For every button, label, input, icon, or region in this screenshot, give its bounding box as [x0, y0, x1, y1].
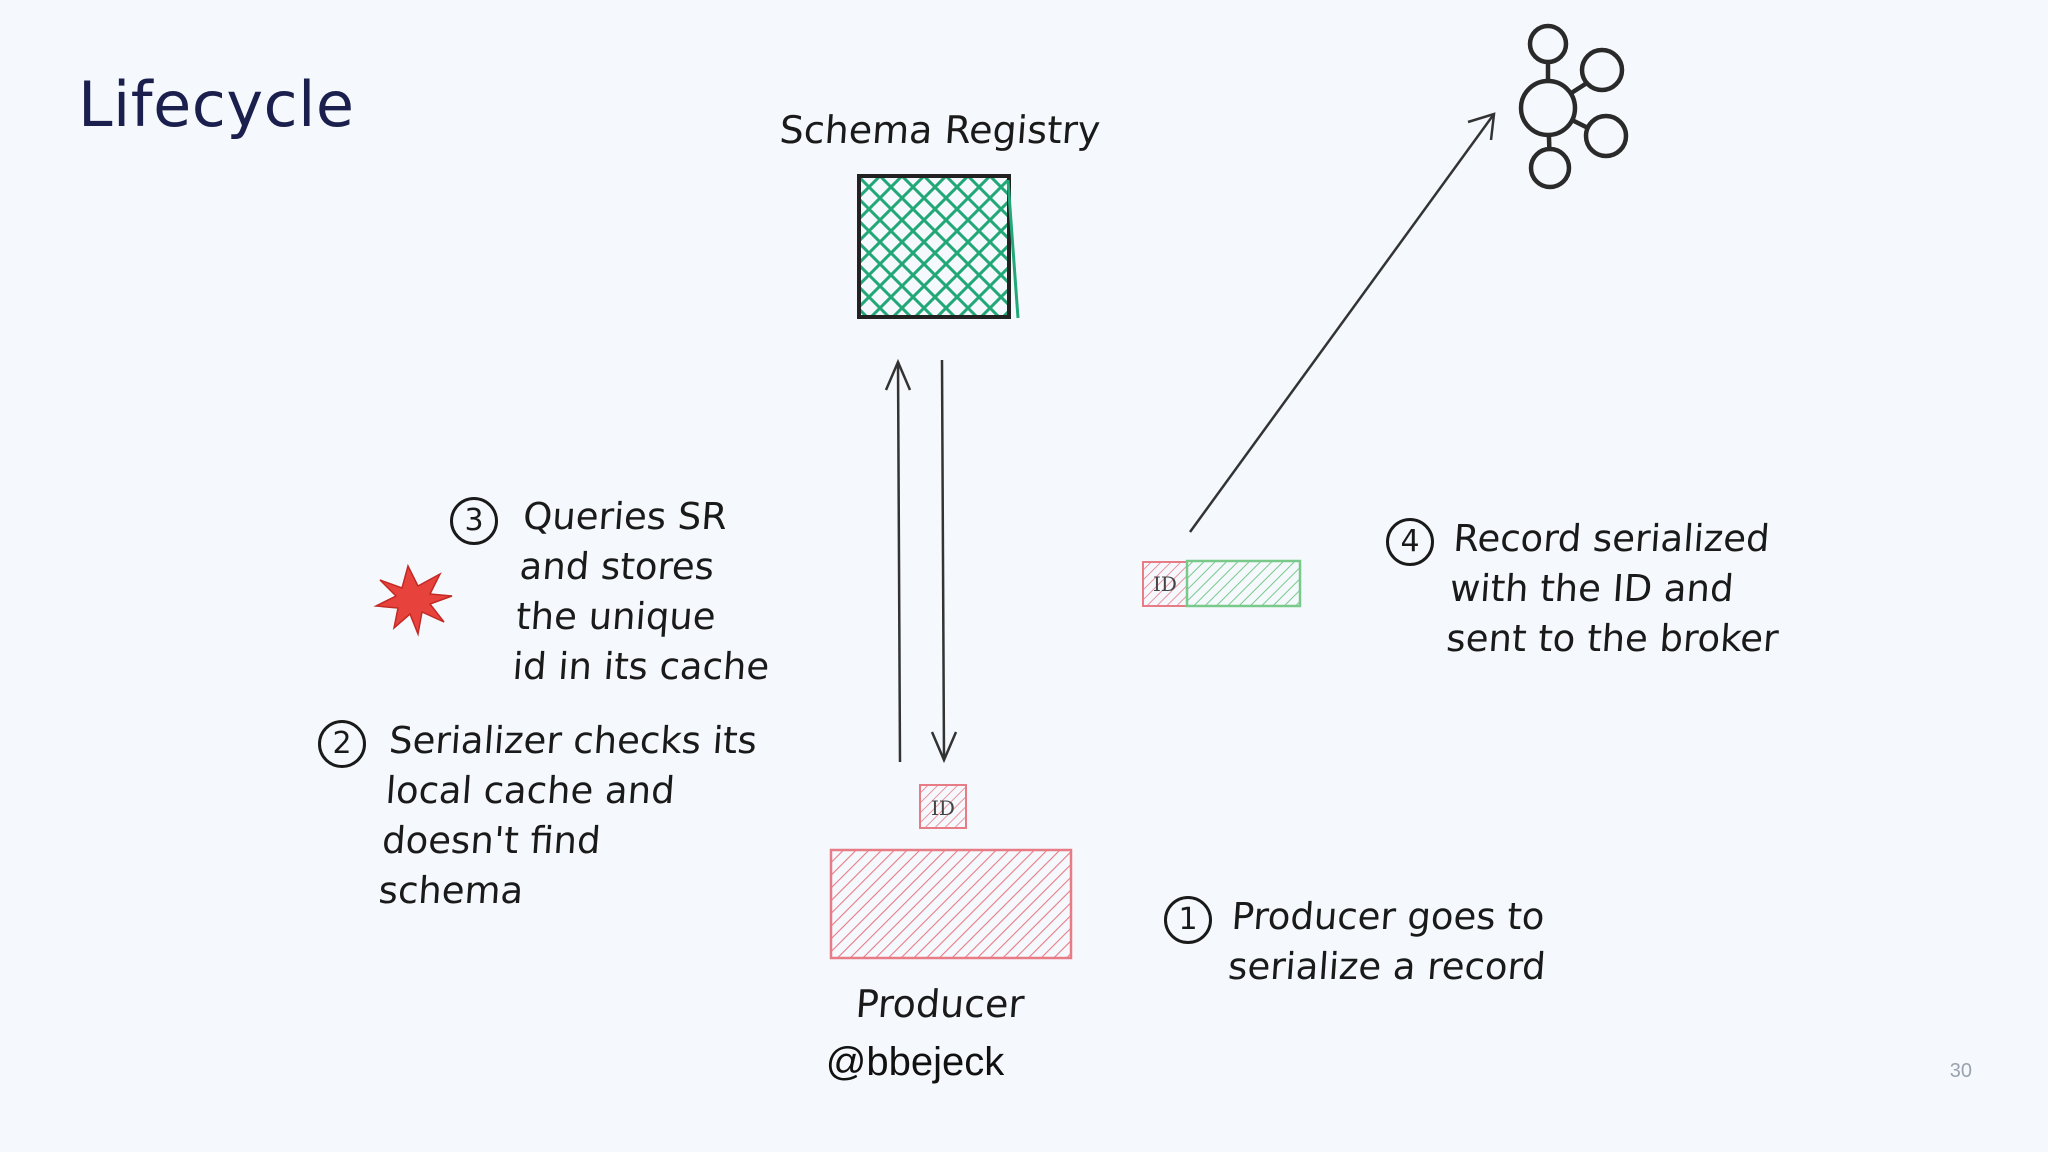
author-handle: @bbejeck: [825, 1040, 1005, 1084]
step-3-line-3: the unique: [514, 595, 718, 638]
producer-box: [829, 848, 1073, 960]
step-1-line-1: Producer goes to: [1230, 895, 1547, 938]
response-arrow-down: [930, 359, 958, 764]
step-3-number: 3: [450, 497, 498, 545]
kafka-cluster-icon: [1518, 23, 1629, 190]
schema-registry-label: Schema Registry: [778, 108, 1102, 152]
step-1-line-2: serialize a record: [1226, 945, 1548, 988]
schema-registry-box: [857, 174, 1020, 319]
step-4-number: 4: [1386, 518, 1434, 566]
step-3-line-4: id in its cache: [511, 645, 771, 688]
step-2-line-1: Serializer checks its: [387, 719, 759, 762]
request-arrow-up: [884, 358, 912, 763]
step-3-line-1: Queries SR: [521, 495, 729, 538]
record-id-label: ID: [1153, 572, 1177, 596]
step-4-text: Record serialized with the ID and sent t…: [1445, 514, 1787, 664]
step-2-line-3: doesn't find: [380, 819, 603, 862]
step-4-line-3: sent to the broker: [1445, 617, 1780, 660]
step-2-line-4: schema: [377, 869, 525, 912]
step-1-text: Producer goes to serialize a record: [1227, 892, 1551, 992]
serialized-record: ID: [1142, 559, 1302, 608]
step-2-number: 2: [318, 720, 366, 768]
slide-title: Lifecycle: [78, 68, 355, 141]
producer-id-chip: ID: [919, 784, 967, 829]
step-4-line-2: with the ID and: [1448, 567, 1736, 610]
producer-id-label: ID: [931, 796, 955, 820]
page-number: 30: [1949, 1060, 1972, 1082]
step-1-number: 1: [1164, 896, 1212, 944]
step-3-line-2: and stores: [518, 545, 716, 588]
producer-label: Producer: [854, 982, 1026, 1026]
starburst-icon: [373, 563, 453, 637]
step-2-text: Serializer checks its local cache and do…: [377, 716, 759, 916]
step-3-text: Queries SR and stores the unique id in i…: [511, 492, 781, 692]
send-to-broker-arrow: [1188, 112, 1496, 533]
step-4-line-1: Record serialized: [1452, 517, 1772, 560]
step-2-line-2: local cache and: [384, 769, 677, 812]
